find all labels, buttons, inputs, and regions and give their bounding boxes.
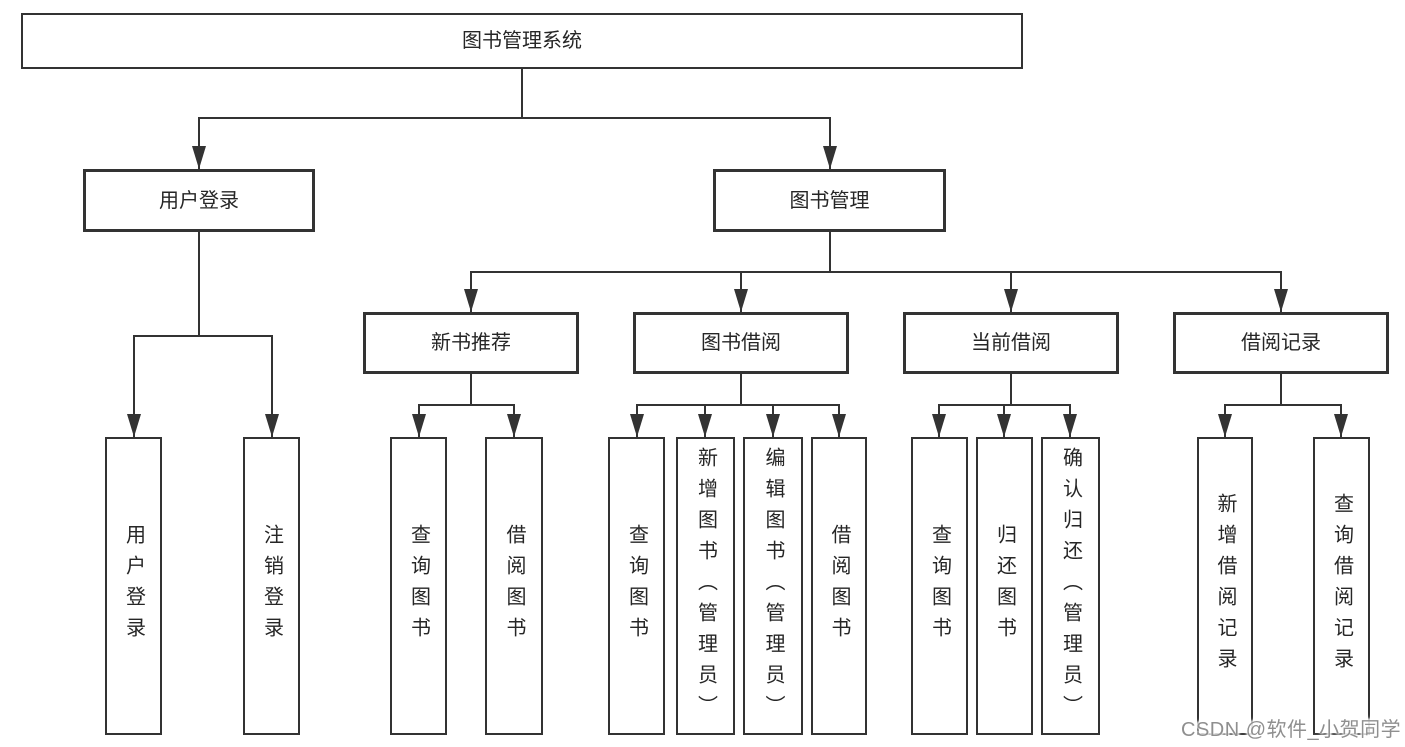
leaf-query-books-3: 查询图书 bbox=[911, 437, 968, 735]
leaf-query-books-2: 查询图书 bbox=[608, 437, 665, 735]
csdn-watermark: CSDN @软件_小贺同学 bbox=[1181, 719, 1402, 741]
leaf-user-login: 用户登录 bbox=[105, 437, 162, 735]
node-book-management: 图书管理 bbox=[713, 169, 946, 232]
leaf-borrow-books-2: 借阅图书 bbox=[811, 437, 867, 735]
node-current-borrow: 当前借阅 bbox=[903, 312, 1119, 374]
leaf-return-books: 归还图书 bbox=[976, 437, 1033, 735]
node-new-book-recommend: 新书推荐 bbox=[363, 312, 579, 374]
leaf-query-books-1: 查询图书 bbox=[390, 437, 447, 735]
arrowheads bbox=[127, 146, 1348, 437]
leaf-add-books-admin: 新增图书（管理员） bbox=[676, 437, 735, 735]
leaf-confirm-return-admin: 确认归还（管理员） bbox=[1041, 437, 1100, 735]
leaf-query-borrow-record: 查询借阅记录 bbox=[1313, 437, 1370, 735]
leaf-logout: 注销登录 bbox=[243, 437, 300, 735]
leaf-add-borrow-record: 新增借阅记录 bbox=[1197, 437, 1253, 735]
leaf-edit-books-admin: 编辑图书（管理员） bbox=[743, 437, 803, 735]
node-book-borrow: 图书借阅 bbox=[633, 312, 849, 374]
leaf-borrow-books-1: 借阅图书 bbox=[485, 437, 543, 735]
node-borrow-records: 借阅记录 bbox=[1173, 312, 1389, 374]
node-library-management-system: 图书管理系统 bbox=[21, 13, 1023, 69]
node-user-login: 用户登录 bbox=[83, 169, 315, 232]
